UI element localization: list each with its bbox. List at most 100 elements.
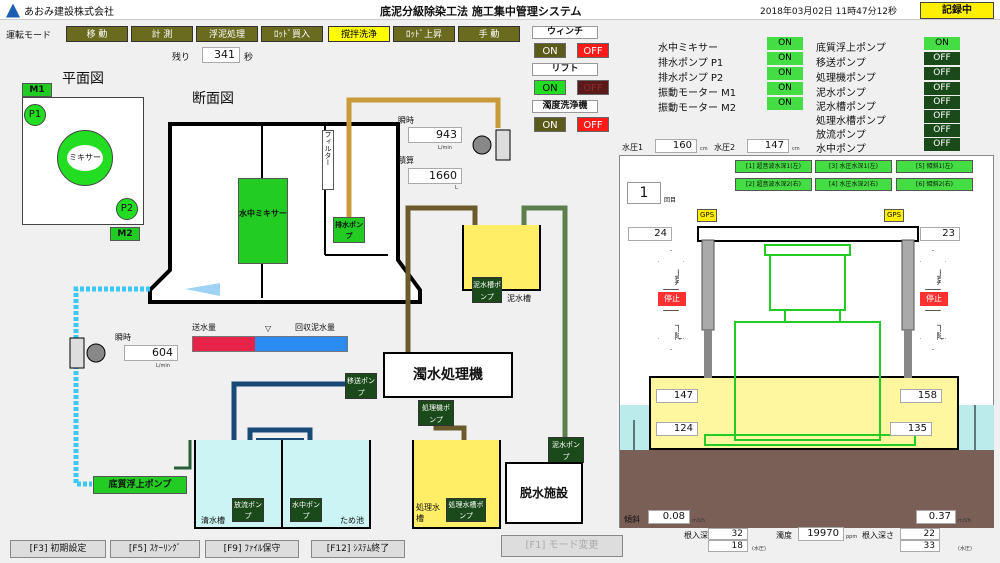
winch-on-button[interactable]: ON xyxy=(534,43,566,58)
lift-on-button[interactable]: ON xyxy=(534,80,566,95)
left-top-value: 24 xyxy=(628,227,672,241)
app-title: 底泥分級除染工法 施工集中管理システム xyxy=(380,5,582,18)
flow1-total-unit: L xyxy=(455,185,458,191)
status-label-p1: 排水ポンプ P1 xyxy=(658,58,724,69)
process-diagram xyxy=(69,97,568,529)
treated-tank-pump: 処理水槽ポンプ xyxy=(446,498,486,522)
mode-label: 運転モード xyxy=(6,31,52,41)
f1-mode-button[interactable]: [F1] モード変更 xyxy=(501,535,623,557)
level-right-2: 135 xyxy=(890,422,932,436)
section-filter: フィルター xyxy=(322,130,334,190)
mode-measure-button[interactable]: 計 測 xyxy=(131,26,193,42)
level-right-1: 158 xyxy=(900,389,942,403)
status-m1: ON xyxy=(767,82,803,95)
status-treated: OFF xyxy=(924,110,960,123)
flow2-instant: 604 xyxy=(124,345,178,361)
pond-label: ため池 xyxy=(340,516,364,525)
company-logo: あおみ建設株式会社 xyxy=(6,3,114,18)
status-label-sediment: 底質浮上ポンプ xyxy=(816,43,886,54)
plan-m2: M2 xyxy=(110,227,140,241)
recover-label: 回収泥水量 xyxy=(295,323,335,332)
cmd-tilt-2[interactable]: [6] 傾斜2(右) xyxy=(896,178,973,191)
mode-manual-button[interactable]: 手 動 xyxy=(458,26,520,42)
cmd-pressure-2[interactable]: [4] 水圧水深2(右) xyxy=(815,178,892,191)
bar-marker-icon: ▽ xyxy=(265,324,272,333)
datetime: 2018年03月02日 11時47分12秒 xyxy=(760,7,898,17)
plan-m1: M1 xyxy=(22,83,52,97)
plan-mixer: ミキサー xyxy=(67,145,103,171)
level-left-2: 124 xyxy=(656,422,698,436)
status-mixer: ON xyxy=(767,37,803,50)
send-fill xyxy=(193,337,255,351)
f3-init-button[interactable]: [F3] 初期設定 xyxy=(10,540,106,558)
status-mudpump: OFF xyxy=(924,82,960,95)
mud-tank-pump: 泥水槽ポンプ xyxy=(472,277,502,303)
cmd-ultrasonic-2[interactable]: [2] 超音波水深2(右) xyxy=(735,178,812,191)
left-stop-button[interactable]: 停止 xyxy=(658,292,686,306)
cmd-ultrasonic-1[interactable]: [1] 超音波水深1(左) xyxy=(735,160,812,173)
tilt-left-unit: m3/h xyxy=(692,518,705,524)
send-label: 送水量 xyxy=(192,323,216,332)
wp2-label: 水圧2 xyxy=(714,143,736,152)
mode-float-button[interactable]: 浮泥処理 xyxy=(196,26,258,42)
depth-right-label: 根入深さ xyxy=(862,531,894,540)
depth-right-2: 33 xyxy=(900,540,940,552)
mode-stir-button[interactable]: 撹拌洗浄 xyxy=(328,26,390,42)
section-mixer: 水中ミキサー xyxy=(238,178,288,264)
wp1-unit: cm xyxy=(700,146,708,152)
f5-scaling-button[interactable]: [F5] ｽｹｰﾘﾝｸﾞ xyxy=(110,540,200,558)
mode-rod-in-button[interactable]: ﾛｯﾄﾞ買入 xyxy=(261,26,323,42)
status-label-m2: 振動モーター M2 xyxy=(658,103,737,114)
flow1-total: 1660 xyxy=(408,168,462,184)
section-title: 断面図 xyxy=(192,91,234,107)
wp2-unit: cm xyxy=(792,146,800,152)
mode-rod-up-button[interactable]: ﾛｯﾄﾞ上昇 xyxy=(393,26,455,42)
status-processor: OFF xyxy=(924,67,960,80)
f12-exit-button[interactable]: [F12] ｼｽﾃﾑ終了 xyxy=(311,540,405,558)
discharge-pump: 放流ポンプ xyxy=(232,498,264,522)
cmd-pressure-1[interactable]: [3] 水圧水深1(左) xyxy=(815,160,892,173)
f9-file-button[interactable]: [F9] ﾌｧｲﾙ保守 xyxy=(205,540,299,558)
flow2-instant-unit: L/min xyxy=(156,363,170,369)
submersible-pump: 水中ポンプ xyxy=(290,498,322,522)
status-p2: ON xyxy=(767,67,803,80)
status-label-subpump: 水中ポンプ xyxy=(816,144,866,155)
depth-left-label: 根入深さ xyxy=(684,531,716,540)
remain-label: 残り xyxy=(172,53,191,63)
plan-title: 平面図 xyxy=(62,71,104,87)
cycle-count: 1 xyxy=(627,182,661,204)
depth-right-1: 22 xyxy=(900,528,940,540)
status-label-p2: 排水ポンプ P2 xyxy=(658,73,724,84)
mode-move-button[interactable]: 移 動 xyxy=(66,26,128,42)
wp1-label: 水圧1 xyxy=(622,143,644,152)
flow1-instant-label: 瞬時 xyxy=(398,116,414,125)
turbidity-processor: 濁水処理機 xyxy=(383,352,513,398)
lift-off-button[interactable]: OFF xyxy=(577,80,609,95)
tilt-right-unit: m3/h xyxy=(958,518,971,524)
flow1-total-label: 積算 xyxy=(398,156,414,165)
dewatering-facility: 脱水施設 xyxy=(505,462,583,524)
turbidity-unit: ppm xyxy=(846,534,858,540)
plan-p2: P2 xyxy=(116,198,138,220)
remain-value: 341 xyxy=(202,47,240,63)
winch-off-button[interactable]: OFF xyxy=(577,43,609,58)
tilt-left: 0.08 xyxy=(648,510,690,524)
gps-left: GPS xyxy=(697,209,717,222)
right-stop-button[interactable]: 停止 xyxy=(920,292,948,306)
status-p1: ON xyxy=(767,52,803,65)
lift-title: リフト xyxy=(532,63,598,76)
title-bar xyxy=(0,0,1000,20)
status-subpump: OFF xyxy=(924,138,960,151)
status-label-processor: 処理機ポンプ xyxy=(816,73,876,84)
tilt-label: 傾斜 xyxy=(624,515,640,524)
turbidity-value: 19970 xyxy=(798,527,844,541)
plan-mixer-outer xyxy=(57,130,113,186)
turbidity-off-button[interactable]: OFF xyxy=(577,117,609,132)
turbidity-on-button[interactable]: ON xyxy=(534,117,566,132)
section-drain-pump: 排水ポンプ xyxy=(333,217,365,243)
status-transfer: OFF xyxy=(924,52,960,65)
right-top-value: 23 xyxy=(920,227,960,241)
cmd-tilt-1[interactable]: [5] 傾斜1(左) xyxy=(896,160,973,173)
record-button[interactable]: 記録中 xyxy=(920,2,994,19)
flow2-instant-label: 瞬時 xyxy=(115,333,131,342)
